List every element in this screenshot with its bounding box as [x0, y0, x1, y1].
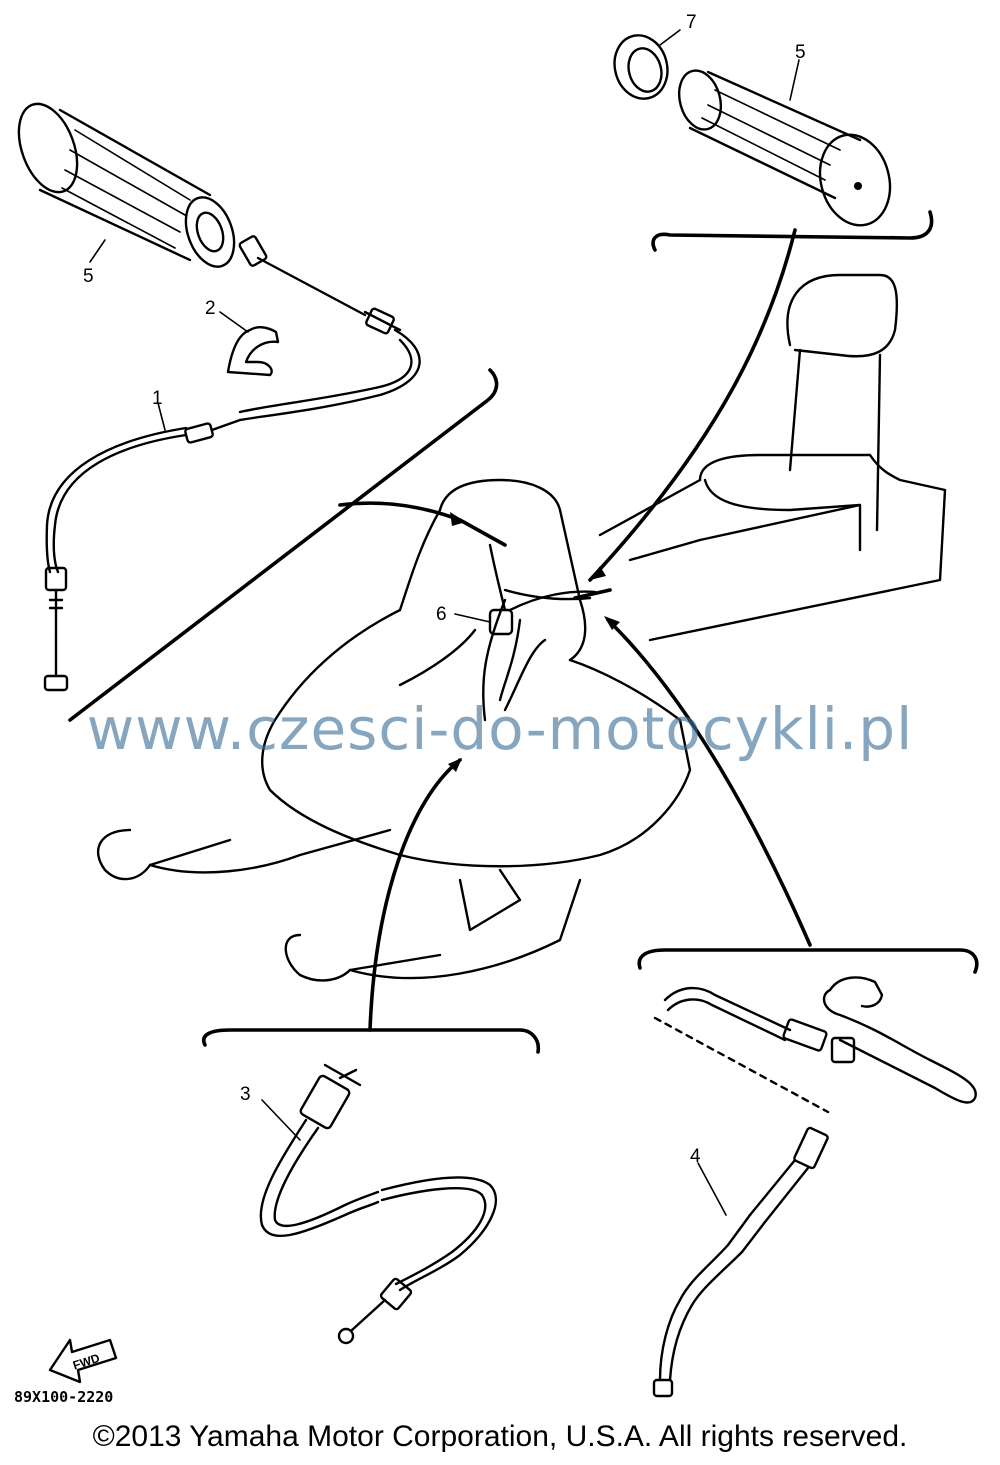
detail-box-right	[651, 210, 934, 252]
watermark: www.czesci-do-motocykli.pl	[86, 695, 914, 763]
callout-6: 6	[436, 604, 447, 625]
detail-divider-left	[68, 368, 499, 722]
callout-4: 4	[690, 1146, 701, 1167]
cable-part-3	[259, 1063, 498, 1345]
callout-3: 3	[240, 1084, 251, 1105]
diagram-code: 89X100-2220	[14, 1388, 113, 1406]
right-grip	[613, 34, 892, 227]
callout-5-left: 5	[83, 266, 94, 287]
clip-part	[226, 326, 280, 377]
snowmobile-body	[96, 273, 947, 982]
fwd-label: FWD	[71, 1351, 102, 1373]
callout-2: 2	[205, 298, 216, 319]
handlebar-cables	[458, 518, 612, 722]
brake-lever	[653, 976, 977, 1114]
callout-5-right: 5	[795, 42, 806, 63]
throttle-cable-upper	[238, 235, 421, 422]
callout-7: 7	[686, 12, 697, 33]
left-grip	[17, 102, 236, 268]
callout-1: 1	[152, 388, 163, 409]
copyright-text: ©2013 Yamaha Motor Corporation, U.S.A. A…	[92, 1420, 908, 1453]
fwd-arrow-icon: FWD	[48, 1338, 118, 1384]
cable-part-4	[652, 1126, 829, 1398]
detail-box-lower-left	[202, 1028, 541, 1054]
detail-box-lower-right	[637, 948, 979, 974]
cable-part-1	[43, 418, 242, 692]
